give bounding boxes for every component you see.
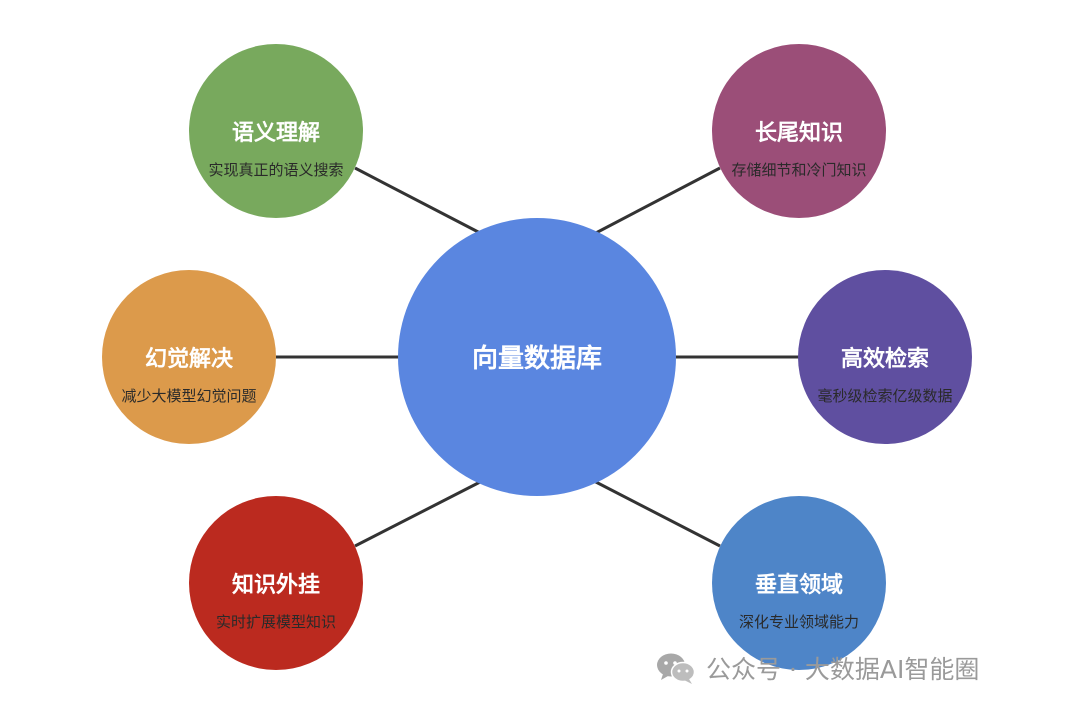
node-subtitle: 实现真正的语义搜索 <box>208 161 343 179</box>
node-title: 长尾知识 <box>755 120 843 146</box>
center-node: 向量数据库 <box>398 218 676 496</box>
wechat-icon <box>656 651 696 685</box>
node-title: 语义理解 <box>232 120 320 146</box>
connectors <box>276 166 800 548</box>
node-plugin: 知识外挂 实时扩展模型知识 <box>189 496 363 670</box>
node-title: 幻觉解决 <box>145 346 234 372</box>
connector-vertical <box>591 478 721 548</box>
center-circle <box>398 218 676 496</box>
node-retrieval: 高效检索 毫秒级检索亿级数据 <box>798 270 972 444</box>
node-circle <box>189 496 363 670</box>
node-subtitle: 实时扩展模型知识 <box>216 613 336 631</box>
connector-plugin <box>354 478 485 548</box>
node-semantic: 语义理解 实现真正的语义搜索 <box>189 44 363 218</box>
node-vertical: 垂直领域 深化专业领域能力 <box>712 496 886 670</box>
node-subtitle: 深化专业领域能力 <box>739 613 859 631</box>
node-longtail: 长尾知识 存储细节和冷门知识 <box>712 44 886 218</box>
node-circle <box>712 496 886 670</box>
connector-semantic <box>354 166 485 237</box>
node-circle <box>189 44 363 218</box>
node-circle <box>798 270 972 444</box>
node-subtitle: 减少大模型幻觉问题 <box>121 387 256 405</box>
watermark: 公众号 · 大数据AI智能圈 <box>656 648 979 688</box>
node-title: 垂直领域 <box>755 572 843 598</box>
connector-longtail <box>591 166 721 237</box>
node-circle <box>712 44 886 218</box>
node-title: 高效检索 <box>841 346 929 372</box>
node-hallucination: 幻觉解决 减少大模型幻觉问题 <box>102 270 276 444</box>
node-title: 知识外挂 <box>232 572 320 598</box>
node-subtitle: 毫秒级检索亿级数据 <box>817 387 952 405</box>
node-subtitle: 存储细节和冷门知识 <box>731 161 866 179</box>
node-circle <box>102 270 276 444</box>
center-label: 向量数据库 <box>472 343 602 374</box>
watermark-text: 公众号 · 大数据AI智能圈 <box>706 655 980 684</box>
